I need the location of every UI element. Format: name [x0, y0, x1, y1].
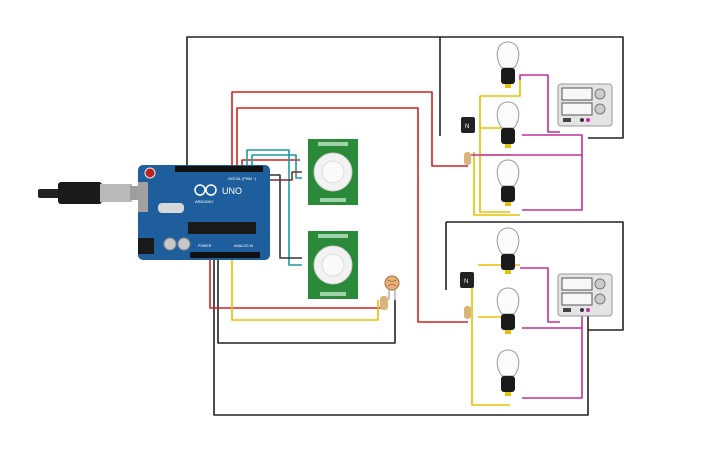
wire-dark-pir2: [266, 171, 302, 181]
wire-teal-2: [251, 154, 302, 179]
light-bulb-icon[interactable]: [496, 287, 520, 334]
transistor-bottom-label: N: [464, 279, 468, 285]
wire-dark-pir1: [262, 174, 302, 259]
light-bulb-icon[interactable]: [496, 41, 520, 88]
arduino-brand-text: UNO: [222, 186, 242, 196]
arduino-board[interactable]: UNO ARDUINO DIGITAL (PWM ~) POWER ANALOG…: [138, 165, 270, 260]
wire-red-pir1: [241, 159, 300, 165]
arduino-analog-label: ANALOG IN: [234, 244, 254, 248]
power-supply-top[interactable]: [557, 83, 613, 127]
wire-teal-1: [246, 149, 302, 266]
transistor-top-label: N: [465, 124, 469, 130]
pir-sensor-bottom[interactable]: [308, 231, 358, 299]
wire-magenta-top: [470, 74, 583, 211]
wire-red-mid: [236, 107, 468, 323]
pir-sensor-top[interactable]: [308, 139, 358, 205]
wire-black-ldr: [217, 260, 396, 344]
power-supply-bottom[interactable]: [557, 273, 613, 317]
light-bulb-icon[interactable]: [496, 159, 520, 206]
arduino-brand-sub: ARDUINO: [195, 199, 213, 204]
light-bulb-icon[interactable]: [496, 227, 520, 274]
wire-red-top: [231, 91, 468, 167]
wire-black-ground: [213, 260, 589, 416]
wire-yellow-top-group: [473, 80, 521, 216]
arduino-power-label: POWER: [198, 244, 212, 248]
light-bulb-icon[interactable]: [496, 101, 520, 148]
resistor-bottom-relay[interactable]: [464, 306, 471, 319]
photoresistor[interactable]: [384, 275, 400, 300]
wire-black-bottom-box: [446, 221, 624, 331]
transistor-bottom[interactable]: N: [460, 272, 474, 288]
wire-yellow-ldr: [231, 260, 379, 321]
arduino-logo-icon: [194, 184, 217, 196]
arduino-digital-label: DIGITAL (PWM ~): [228, 177, 256, 181]
transistor-top[interactable]: N: [461, 117, 475, 133]
light-bulb-icon[interactable]: [496, 349, 520, 396]
wire-black-top-loop: [186, 36, 624, 165]
usb-cable: [38, 182, 140, 204]
bulbs: [496, 41, 520, 396]
resistor-top-relay[interactable]: [464, 152, 471, 165]
resistor-ldr[interactable]: [380, 296, 388, 310]
